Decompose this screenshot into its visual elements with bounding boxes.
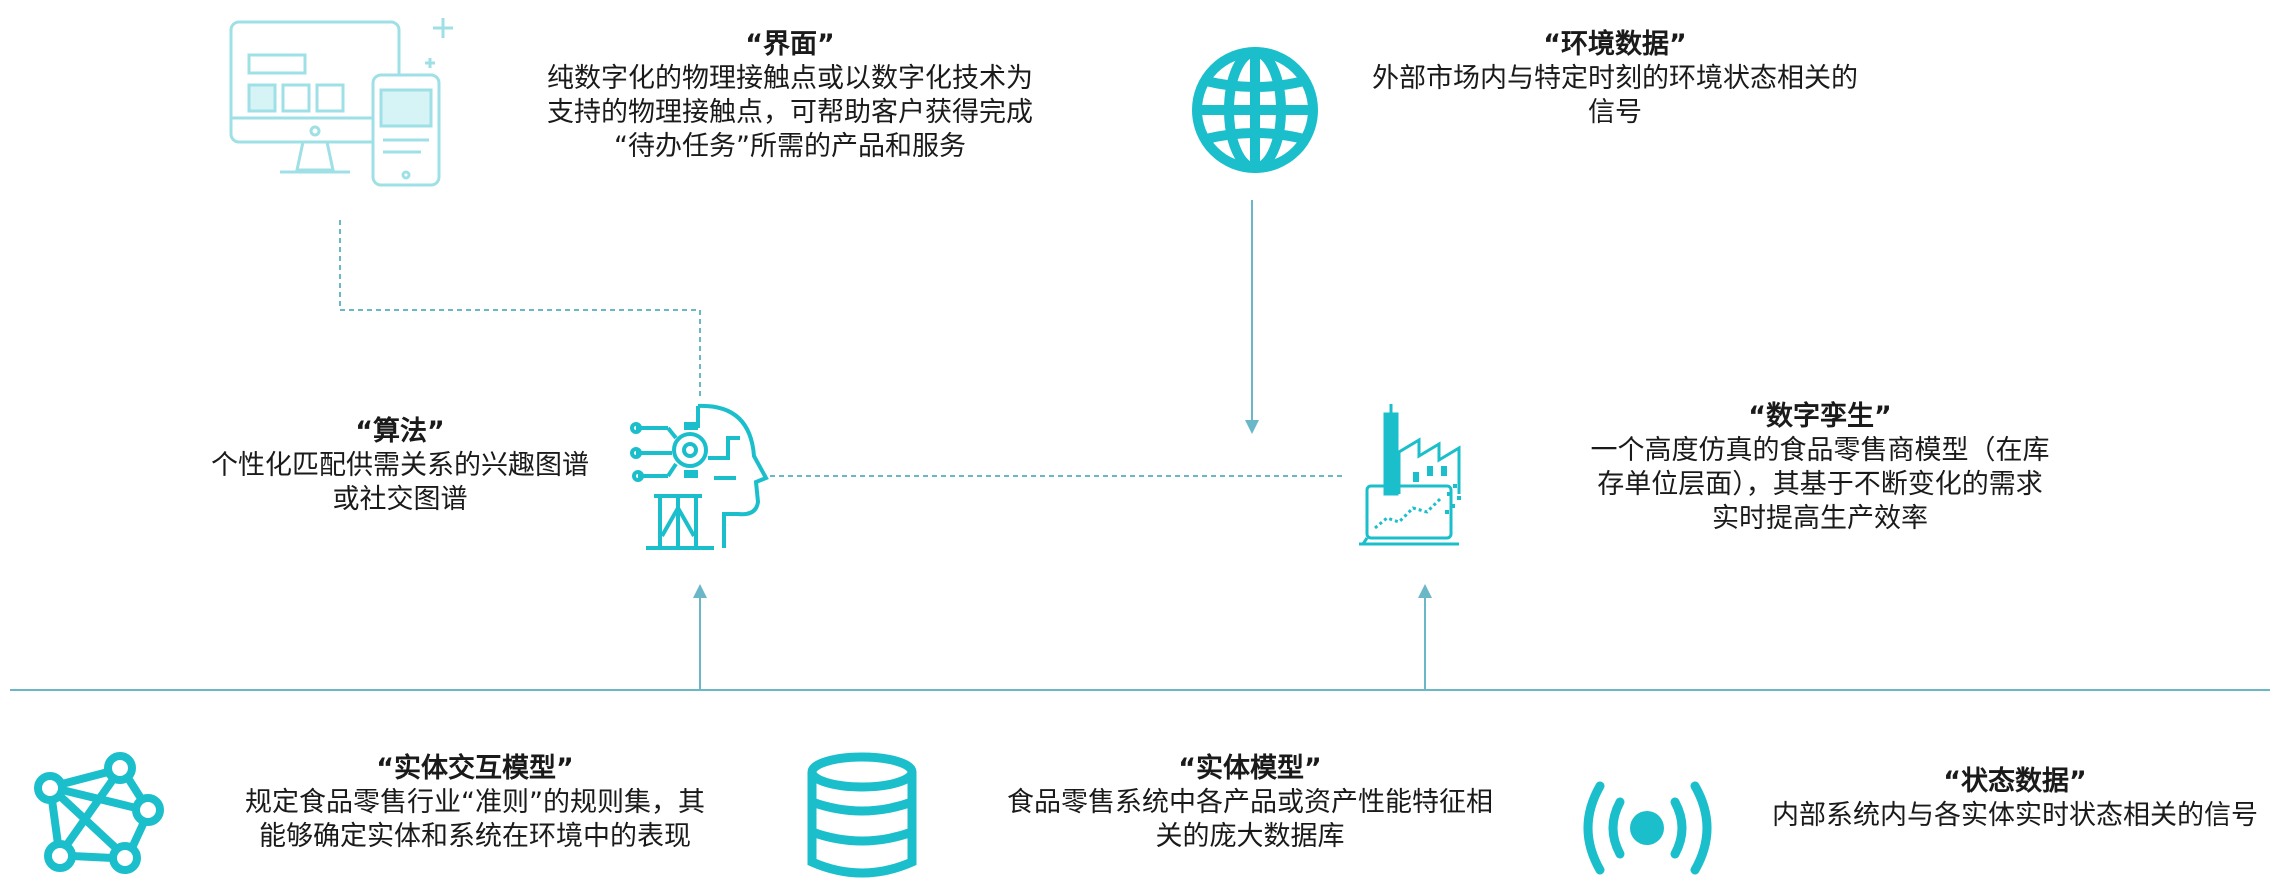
state-data-desc: 内部系统内与各实体实时状态相关的信号 <box>1772 800 2258 831</box>
algorithm-title: “算法” <box>355 416 445 447</box>
factory-icon <box>1355 400 1505 550</box>
entity-interaction-model-block: “实体交互模型” 规定食品零售行业“准则”的规则集，其 能够确定实体和系统在环境… <box>190 752 760 854</box>
environment-data-desc: 外部市场内与特定时刻的环境状态相关的 信号 <box>1372 63 1858 128</box>
algorithm-block: “算法” 个性化匹配供需关系的兴趣图谱 或社交图谱 <box>130 415 670 517</box>
globe-icon <box>1190 45 1320 175</box>
digital-twin-desc: 一个高度仿真的食品零售商模型（在库 存单位层面），其基于不断变化的需求 实时提高… <box>1590 435 2050 534</box>
interface-to-algorithm-connector <box>339 220 701 400</box>
algorithm-desc: 个性化匹配供需关系的兴趣图谱 或社交图谱 <box>211 450 589 515</box>
network-icon <box>30 748 165 878</box>
ai-head-icon <box>628 398 773 556</box>
entity-interaction-model-title: “实体交互模型” <box>376 753 574 784</box>
base-to-twin-arrowhead <box>1418 584 1432 598</box>
database-icon <box>805 752 920 882</box>
interface-block: “界面” 纯数字化的物理接触点或以数字化技术为 支持的物理接触点，可帮助客户获得… <box>490 28 1090 164</box>
base-to-algorithm-arrowhead <box>693 584 707 598</box>
entity-interaction-model-desc: 规定食品零售行业“准则”的规则集，其 能够确定实体和系统在环境中的表现 <box>245 787 705 852</box>
environment-data-block: “环境数据” 外部市场内与特定时刻的环境状态相关的 信号 <box>1335 28 1895 130</box>
state-data-title: “状态数据” <box>1943 766 2087 797</box>
entity-model-block: “实体模型” 食品零售系统中各产品或资产性能特征相 关的庞大数据库 <box>960 752 1540 854</box>
environment-to-twin-arrowhead <box>1245 420 1259 434</box>
environment-data-title: “环境数据” <box>1543 29 1687 60</box>
digital-twin-block: “数字孪生” 一个高度仿真的食品零售商模型（在库 存单位层面），其基于不断变化的… <box>1540 400 2100 536</box>
broadcast-signal-icon <box>1580 778 1715 878</box>
interface-title: “界面” <box>745 29 835 60</box>
monitor-tablet-icon <box>225 10 455 195</box>
entity-model-title: “实体模型” <box>1178 753 1322 784</box>
state-data-block: “状态数据” 内部系统内与各实体实时状态相关的信号 <box>1745 765 2285 833</box>
interface-desc: 纯数字化的物理接触点或以数字化技术为 支持的物理接触点，可帮助客户获得完成 “待… <box>547 63 1033 162</box>
entity-model-desc: 食品零售系统中各产品或资产性能特征相 关的庞大数据库 <box>1007 787 1493 852</box>
digital-twin-title: “数字孪生” <box>1748 401 1892 432</box>
